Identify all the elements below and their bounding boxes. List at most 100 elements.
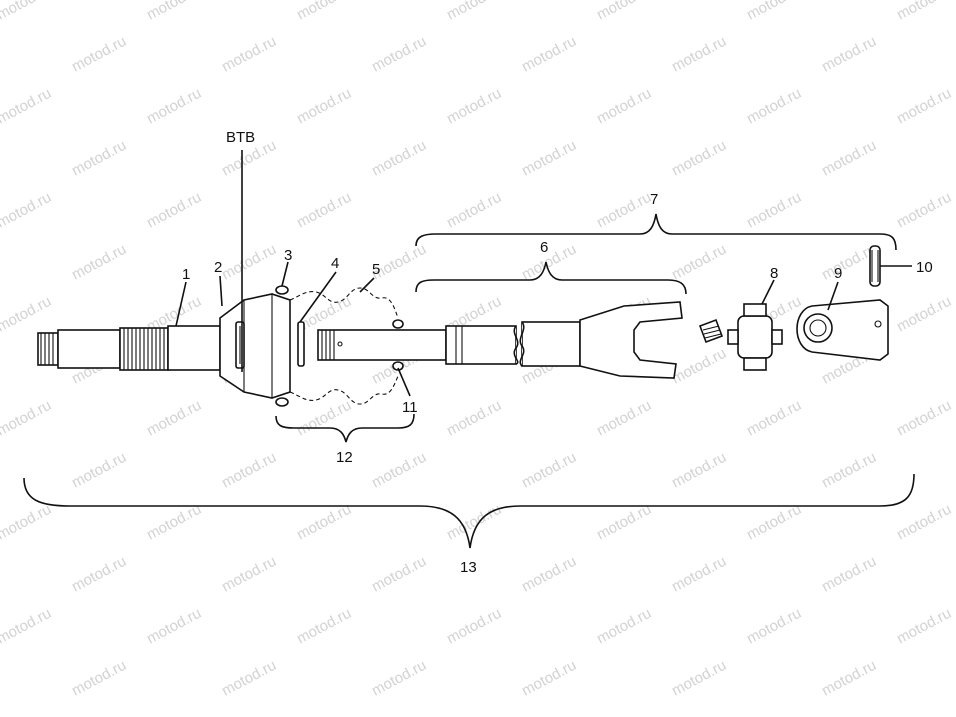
- watermark-text: motod.ru: [819, 657, 879, 700]
- watermark-text: motod.ru: [0, 501, 54, 544]
- callout-13: 13: [460, 559, 477, 576]
- watermark-text: motod.ru: [219, 553, 279, 596]
- watermark-text: motod.ru: [819, 33, 879, 76]
- watermark-text: motod.ru: [894, 189, 954, 232]
- watermark-text: motod.ru: [669, 137, 729, 180]
- callout-btb: BTB: [226, 129, 255, 146]
- watermark-text: motod.ru: [69, 33, 129, 76]
- cv-joint-housing: [219, 293, 291, 399]
- watermark-text: motod.ru: [444, 605, 504, 648]
- watermark-text: motod.ru: [819, 553, 879, 596]
- callout-labels: BTB 1 2 3 4 5 6 7 8 9 10 11 12 13: [182, 129, 933, 576]
- watermark-text: motod.ru: [69, 137, 129, 180]
- watermark-text: motod.ru: [294, 501, 354, 544]
- watermark-text: motod.ru: [744, 501, 804, 544]
- callout-6: 6: [540, 239, 548, 256]
- watermark-text: motod.ru: [369, 449, 429, 492]
- watermark-text: motod.ru: [519, 657, 579, 700]
- outer-stub-shaft: [37, 325, 221, 371]
- cv-boot-outline: [289, 287, 399, 405]
- watermark-text: motod.ru: [894, 605, 954, 648]
- watermark-text: motod.ru: [69, 449, 129, 492]
- callout-4: 4: [331, 255, 339, 272]
- watermark-text: motod.ru: [894, 397, 954, 440]
- watermark-text: motod.ru: [894, 293, 954, 336]
- watermark-text: motod.ru: [219, 241, 279, 284]
- watermark-text: motod.ru: [594, 501, 654, 544]
- watermark-text: motod.ru: [219, 33, 279, 76]
- watermark-text: motod.ru: [894, 0, 954, 24]
- watermark-text: motod.ru: [219, 449, 279, 492]
- watermark-text: motod.ru: [744, 605, 804, 648]
- watermark-text: motod.ru: [444, 501, 504, 544]
- watermark-text: motod.ru: [0, 85, 54, 128]
- callout-2: 2: [214, 259, 222, 276]
- brace-13: [23, 473, 915, 549]
- watermark-text: motod.ru: [894, 501, 954, 544]
- watermark-text: motod.ru: [669, 449, 729, 492]
- watermark-text: motod.ru: [369, 137, 429, 180]
- watermark-text: motod.ru: [594, 85, 654, 128]
- watermark-text: motod.ru: [144, 85, 204, 128]
- watermark-text: motod.ru: [519, 33, 579, 76]
- driveshaft: [317, 301, 683, 379]
- roll-pin: [869, 245, 881, 287]
- watermark-text: motod.ru: [594, 189, 654, 232]
- watermark-text: motod.ru: [0, 0, 54, 24]
- brace-12: [275, 413, 415, 443]
- watermark-text: motod.ru: [819, 137, 879, 180]
- watermark-text: motod.ru: [294, 189, 354, 232]
- watermark-text: motod.ru: [744, 397, 804, 440]
- watermark-text: motod.ru: [369, 657, 429, 700]
- watermark-text: motod.ru: [69, 657, 129, 700]
- callout-11: 11: [402, 399, 418, 416]
- watermark-text: motod.ru: [0, 189, 54, 232]
- watermark-text: motod.ru: [69, 241, 129, 284]
- watermark-text: motod.ru: [294, 85, 354, 128]
- watermark-text: motod.ru: [294, 0, 354, 24]
- watermark-text: motod.ru: [369, 553, 429, 596]
- watermark-text: motod.ru: [519, 241, 579, 284]
- watermark-text: motod.ru: [144, 189, 204, 232]
- watermark-text: motod.ru: [144, 605, 204, 648]
- callout-7: 7: [650, 191, 658, 208]
- watermark-text: motod.ru: [519, 553, 579, 596]
- watermark-text: motod.ru: [369, 33, 429, 76]
- watermark-text: motod.ru: [0, 293, 54, 336]
- watermark-text: motod.ru: [819, 449, 879, 492]
- watermark-text: motod.ru: [744, 189, 804, 232]
- watermark-text: motod.ru: [144, 0, 204, 24]
- brace-7: [415, 213, 897, 251]
- watermark-text: motod.ru: [144, 501, 204, 544]
- watermark-text: motod.ru: [669, 657, 729, 700]
- watermark-text: motod.ru: [294, 397, 354, 440]
- watermark-text: motod.ru: [744, 0, 804, 24]
- leader-lines: [175, 261, 912, 397]
- brace-6: [415, 261, 687, 295]
- watermark-text: motod.ru: [0, 605, 54, 648]
- watermark-text: motod.ru: [744, 85, 804, 128]
- watermark-text: motod.ru: [294, 605, 354, 648]
- watermark-text: motod.ru: [669, 345, 729, 388]
- watermark-text: motod.ru: [444, 0, 504, 24]
- watermark-text: motod.ru: [519, 137, 579, 180]
- watermark-text: motod.ru: [219, 657, 279, 700]
- watermark-text: motod.ru: [594, 0, 654, 24]
- yoke: [796, 299, 889, 361]
- watermark-text: motod.ru: [519, 449, 579, 492]
- watermark-text: motod.ru: [894, 85, 954, 128]
- callout-3: 3: [284, 247, 292, 264]
- watermark-text: motod.ru: [594, 397, 654, 440]
- watermark-text: motod.ru: [69, 553, 129, 596]
- callout-1: 1: [182, 266, 190, 283]
- callout-5: 5: [372, 261, 380, 278]
- callout-10: 10: [916, 259, 933, 276]
- watermark-text: motod.ru: [669, 33, 729, 76]
- watermark-text: motod.ru: [594, 605, 654, 648]
- watermark-text: motod.ru: [444, 397, 504, 440]
- callout-9: 9: [834, 265, 842, 282]
- callout-12: 12: [336, 449, 353, 466]
- universal-joint-cross: [698, 303, 783, 371]
- watermark-text: motod.ru: [669, 241, 729, 284]
